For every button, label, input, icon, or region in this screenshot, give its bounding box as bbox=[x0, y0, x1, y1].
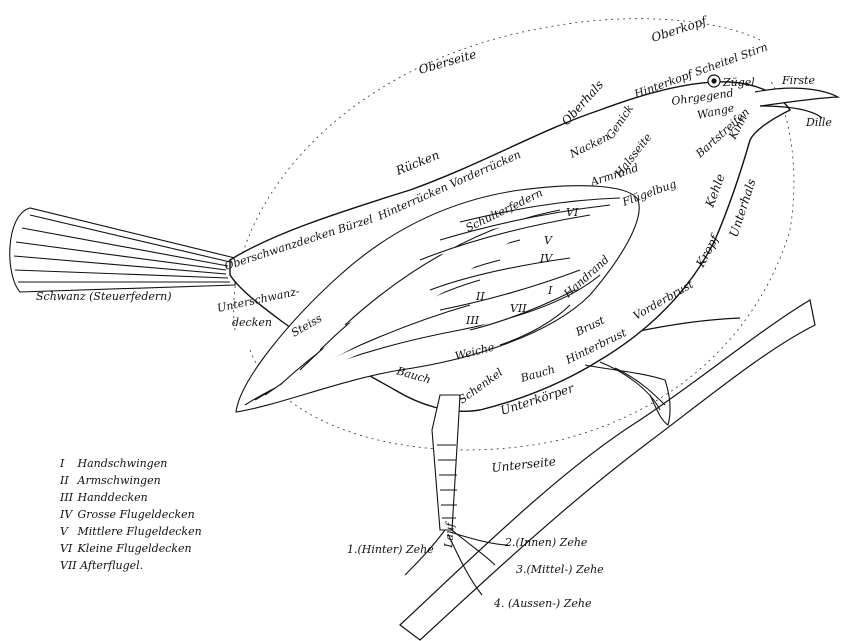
tail bbox=[10, 208, 235, 292]
label-zehe-1: 1.(Hinter) Zehe bbox=[347, 543, 434, 556]
label-lauf: Lauf bbox=[442, 520, 457, 549]
label-oberseite: Oberseite bbox=[417, 47, 478, 77]
legend-item: IV Grosse Flugeldecken bbox=[60, 506, 202, 523]
legend-item: II Armschwingen bbox=[60, 472, 202, 489]
legend: I Handschwingen II Armschwingen III Hand… bbox=[60, 455, 202, 574]
label-unterschwanzdecken-2: decken bbox=[232, 316, 272, 329]
label-zehe-3: 3.(Mittel-) Zehe bbox=[516, 563, 604, 576]
roman-v: V bbox=[544, 234, 553, 247]
roman-ii: II bbox=[475, 290, 485, 303]
legend-item: III Handdecken bbox=[60, 489, 202, 506]
roman-vii: VII bbox=[510, 302, 527, 315]
roman-vi: VI bbox=[566, 206, 579, 219]
legend-item: VII Afterflugel. bbox=[60, 557, 202, 574]
label-zehe-4: 4. (Aussen-) Zehe bbox=[493, 597, 592, 610]
roman-i: I bbox=[547, 284, 553, 297]
roman-iii: III bbox=[465, 314, 480, 327]
legend-item: V Mittlere Flugeldecken bbox=[60, 523, 202, 540]
roman-iv: IV bbox=[539, 252, 553, 265]
label-schwanz: Schwanz (Steuerfedern) bbox=[36, 290, 172, 303]
label-oberkopf: Oberkopf bbox=[650, 13, 711, 45]
label-firste: Firste bbox=[781, 74, 815, 87]
legend-item: I Handschwingen bbox=[60, 455, 202, 472]
label-dille: Dille bbox=[805, 116, 832, 129]
label-zehe-2: 2.(Innen) Zehe bbox=[504, 536, 588, 549]
label-unterseite: Unterseite bbox=[491, 454, 557, 475]
label-ruecken: Rücken bbox=[393, 148, 441, 178]
legend-item: VI Kleine Flugeldecken bbox=[60, 540, 202, 557]
